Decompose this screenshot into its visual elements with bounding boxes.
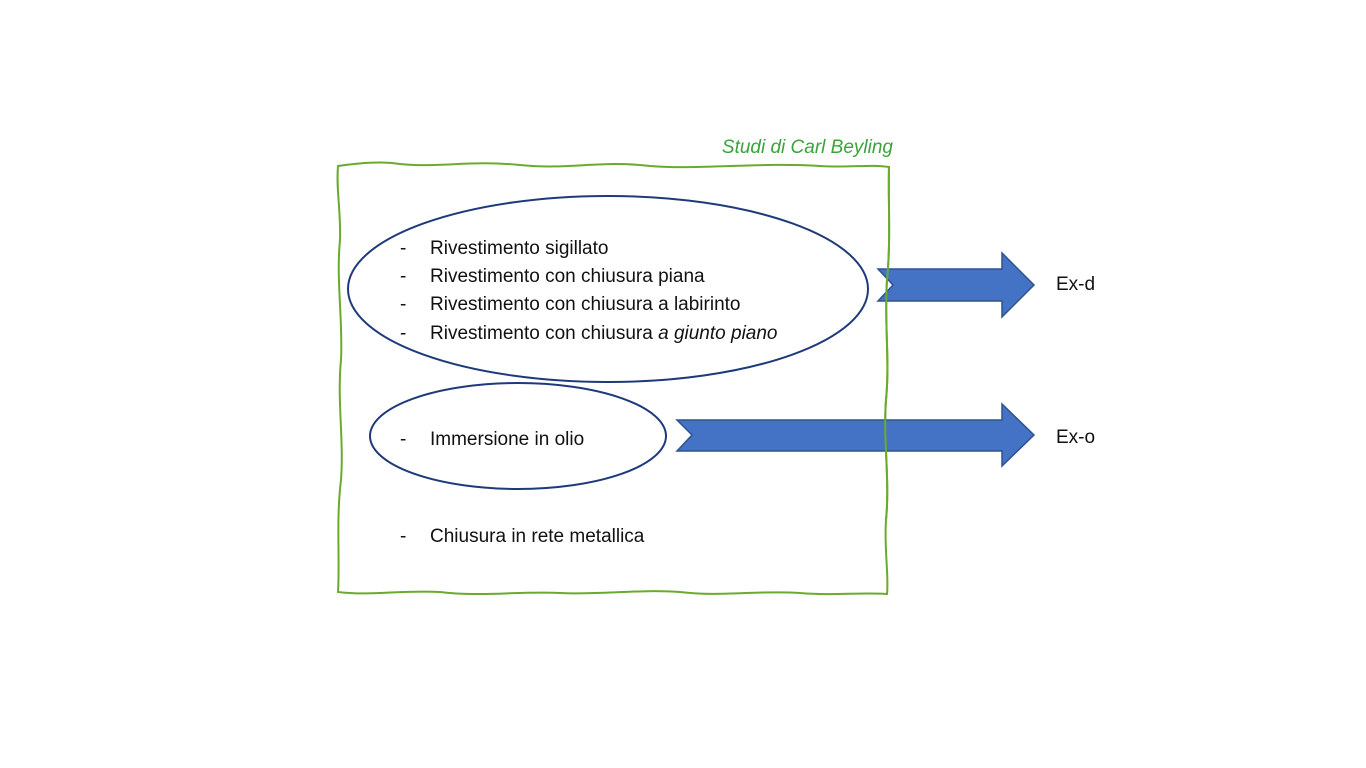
- list-item: Immersione in olio: [430, 429, 584, 450]
- item-dash: -: [400, 323, 406, 344]
- list-item: Rivestimento sigillato: [430, 238, 608, 259]
- list-item: Rivestimento con chiusura a giunto piano: [430, 323, 778, 344]
- studies-frame: [336, 161, 891, 596]
- list-item: Rivestimento con chiusura a labirinto: [430, 294, 741, 315]
- list-item: Rivestimento con chiusura piana: [430, 266, 705, 287]
- target-label-ex-o: Ex-o: [1056, 427, 1095, 448]
- item-dash: -: [400, 266, 406, 287]
- list-item: Chiusura in rete metallica: [430, 526, 645, 547]
- target-label-ex-d: Ex-d: [1056, 274, 1095, 295]
- notched-arrow-ex-d: [876, 251, 1036, 319]
- item-dash: -: [400, 238, 406, 259]
- frame-title: Studi di Carl Beyling: [722, 137, 894, 158]
- pentagon-arrow-ex-o: [675, 402, 1036, 468]
- item-dash: -: [400, 294, 406, 315]
- group-items-ex-d: - Rivestimento sigillato - Rivestimento …: [400, 238, 778, 344]
- group-ellipse-ex-d: [347, 195, 869, 383]
- group-ellipse-ex-o: [369, 382, 667, 490]
- item-dash: -: [400, 429, 406, 450]
- item-dash: -: [400, 526, 406, 547]
- frame-right-edge: [884, 166, 891, 521]
- italic-suffix: a giunto piano: [658, 323, 777, 344]
